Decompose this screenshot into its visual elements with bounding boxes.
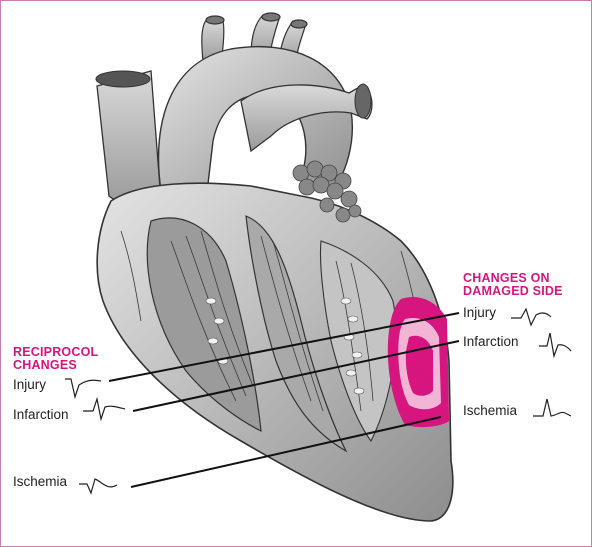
ecg-infarction-reciprocal-icon [83,396,126,422]
damaged-injury-label: Injury [463,305,497,320]
damaged-infarction-label: Infarction [463,334,519,349]
pulmonary-artery-opening [354,83,372,119]
damaged-side-heading-line2: DAMAGED SIDE [463,284,563,298]
reciprocal-infarction-label: Infarction [13,407,69,422]
right-ventricle-cavity [245,215,348,453]
reciprocal-heading-line1: RECIPROCOL [13,345,99,359]
damaged-side-heading-line1: CHANGES ON [463,271,550,285]
damaged-side-heading: CHANGES ON DAMAGED SIDE [463,272,563,298]
trabeculae [120,230,430,412]
vena-cava-opening [95,70,151,88]
ecg-infarction-damaged-icon [539,332,572,359]
septal-muscle-pattern [205,297,365,395]
left-ventricle-cavity [146,217,262,433]
leader-ischemia [130,416,442,488]
ecg-waveform [65,307,572,495]
leader-injury [108,312,460,382]
ecg-ischemia-damaged-icon [533,398,572,417]
ecg-ischemia-reciprocal-icon [79,478,118,495]
ecg-injury-damaged-icon [511,307,552,327]
myocardial-damage-zones [387,297,449,428]
reciprocal-injury-label: Injury [13,377,47,392]
ecg-injury-reciprocal-icon [65,378,102,400]
leader-infarction [132,340,460,412]
pulmonary-artery [240,84,373,153]
leader-lines [108,312,460,488]
epicardial-fat [292,160,362,223]
reciprocal-heading: RECIPROCOL CHANGES [13,346,98,372]
reciprocal-heading-line2: CHANGES [13,358,77,372]
reciprocal-ischemia-label: Ischemia [13,474,68,489]
ventricular-wall-inner [319,240,397,443]
damaged-ischemia-label: Ischemia [463,403,518,418]
